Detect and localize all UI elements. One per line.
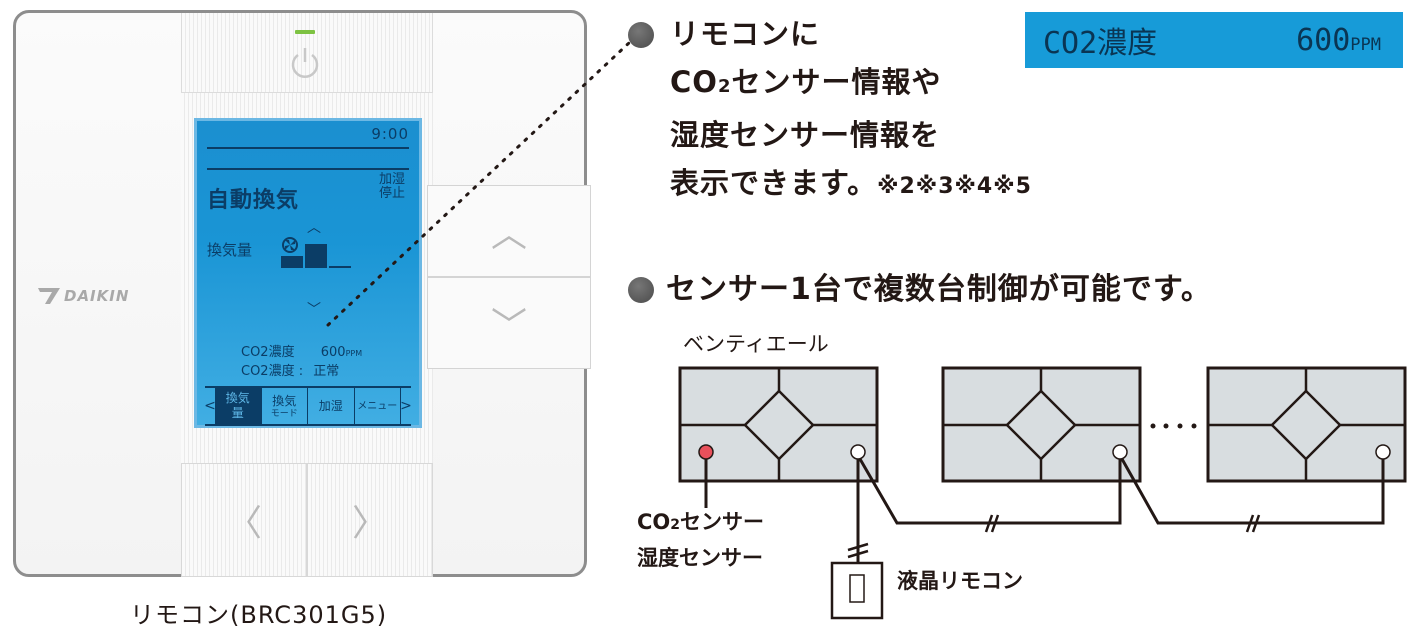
lcd-divider xyxy=(207,168,409,170)
co2-unit: PPM xyxy=(345,349,363,358)
co2-value: 600 xyxy=(320,345,346,360)
chevron-down-icon: ﹀ xyxy=(490,306,527,347)
sensor-text: センサー xyxy=(680,510,765,534)
tab-label: メニュー xyxy=(357,400,398,412)
subscript-2: 2 xyxy=(670,517,681,533)
sensor-dot xyxy=(698,444,714,460)
lcd-screen: 9:00 自動換気 加湿 停止 ︿ 換気量 ﹀ CO2濃度 600PPM xyxy=(194,118,422,428)
tab-label: 量 xyxy=(231,406,244,420)
feature1-line2: CO2センサー情報や xyxy=(670,58,1032,111)
volume-label: 換気量 xyxy=(207,241,253,259)
lcd-tab-volume[interactable]: 換気 量 xyxy=(215,388,262,424)
co2-display-panel: CO2濃度 600PPM xyxy=(1025,12,1403,68)
up-button[interactable]: ︿ xyxy=(427,185,591,277)
lcd-remote-label: 液晶リモコン xyxy=(897,569,1023,593)
feature1-line4: 表示できます。※2※3※4※5 xyxy=(670,159,1032,211)
co2-number: 600 xyxy=(1296,22,1351,58)
chevron-up-icon: ︿ xyxy=(490,214,527,255)
lcd-time: 9:00 xyxy=(371,125,409,143)
right-button[interactable]: 〉 xyxy=(307,463,433,577)
feature1-text: リモコンに CO2センサー情報や 湿度センサー情報を 表示できます。※2※3※4… xyxy=(670,10,1032,211)
remote-controller: 9:00 自動換気 加湿 停止 ︿ 換気量 ﹀ CO2濃度 600PPM xyxy=(13,10,591,577)
humidify-status-line2: 停止 xyxy=(378,186,405,201)
footnote-refs: ※2※3※4※5 xyxy=(877,174,1032,199)
display-frame: 9:00 自動換気 加湿 停止 ︿ 換気量 ﹀ CO2濃度 600PPM xyxy=(181,93,433,463)
lcd-mode: 自動換気 xyxy=(207,188,300,213)
tab-label: 換気 xyxy=(225,391,250,405)
lcd-tab-mode[interactable]: 換気 モード xyxy=(262,388,308,424)
co-text: CO xyxy=(637,510,671,534)
line4-text: 表示できます。 xyxy=(670,166,878,200)
lcd-tab-humidify[interactable]: 加湿 xyxy=(308,388,355,424)
ventilation-unit-2 xyxy=(941,366,1142,483)
sensor-label-humidity: 湿度センサー xyxy=(637,546,763,570)
feature2-heading: センサー1台で複数台制御が可能です。 xyxy=(628,266,1212,314)
feature2-headline: センサー1台で複数台制御が可能です。 xyxy=(666,272,1212,307)
chevron-down-icon: ﹀ xyxy=(307,302,321,318)
lcd-co2-status: CO2濃度 : 正常 xyxy=(241,360,339,379)
humidify-status-line1: 加湿 xyxy=(378,172,405,187)
co2-display-value: 600PPM xyxy=(1296,23,1381,58)
tab-label: モード xyxy=(270,408,298,419)
daikin-logo-icon xyxy=(38,288,60,304)
power-button[interactable] xyxy=(181,13,433,93)
feature1-line3: 湿度センサー情報を xyxy=(670,118,941,152)
lcd-humidify-status: 加湿 停止 xyxy=(373,173,411,201)
lcd-remote-symbol xyxy=(830,561,884,620)
volume-bar-3 xyxy=(329,266,351,268)
co2-label: CO2濃度 xyxy=(241,345,295,360)
chevron-left-icon: 〈 xyxy=(225,503,262,544)
brand-logo: DAIKIN xyxy=(38,287,129,305)
tab-label: 換気 xyxy=(272,393,297,408)
lcd-tab-bar: < 換気 量 換気 モード 加湿 メニュー > xyxy=(204,386,412,426)
feature1-line1: リモコンに xyxy=(670,17,821,51)
lcd-tab-menu[interactable]: メニュー xyxy=(355,388,401,424)
tab-label: 加湿 xyxy=(318,398,343,413)
chevron-up-icon: ︿ xyxy=(307,220,321,236)
co2-status-value: 正常 xyxy=(313,364,340,379)
ventilation-unit-1 xyxy=(678,366,879,483)
chevron-right-icon: 〉 xyxy=(351,503,388,544)
down-button[interactable]: ﹀ xyxy=(427,277,591,369)
line2-rest: センサー情報や xyxy=(731,65,942,99)
bullet-icon xyxy=(628,22,654,48)
power-led xyxy=(295,30,315,34)
sensor-label-co2: CO2センサー xyxy=(637,506,764,542)
lcd-divider xyxy=(207,147,409,149)
volume-bar-2 xyxy=(305,244,327,268)
left-button[interactable]: 〈 xyxy=(181,463,307,577)
tab-left-arrow[interactable]: < xyxy=(204,398,216,414)
ventilation-unit-3 xyxy=(1206,366,1407,483)
co-text: CO xyxy=(670,65,718,99)
unit-label: ベンティエール xyxy=(683,332,829,356)
power-icon xyxy=(291,48,319,78)
tab-right-arrow[interactable]: > xyxy=(400,398,412,414)
ellipsis-dots xyxy=(1150,423,1197,429)
sensor-label: CO2センサー 湿度センサー xyxy=(637,506,764,575)
wiring-diagram xyxy=(678,366,1407,620)
fan-icon xyxy=(282,237,298,253)
volume-bar-1 xyxy=(281,256,303,268)
co2-display-label: CO2濃度 xyxy=(1043,26,1158,61)
subscript-2: 2 xyxy=(717,76,732,97)
brand-name: DAIKIN xyxy=(64,287,130,305)
co2-status-label: CO2濃度 : xyxy=(241,364,304,379)
co2-unit: PPM xyxy=(1350,34,1381,55)
remote-caption: リモコン(BRC301G5) xyxy=(130,601,388,629)
lcd-co2-reading: CO2濃度 600PPM xyxy=(241,341,362,360)
bullet-icon xyxy=(628,277,654,303)
